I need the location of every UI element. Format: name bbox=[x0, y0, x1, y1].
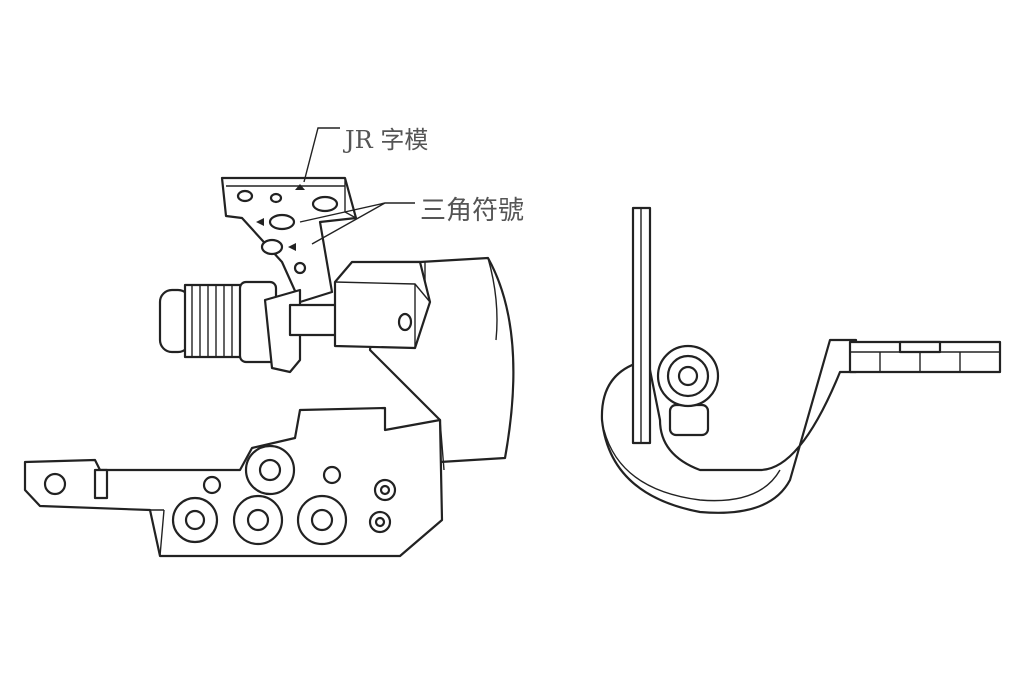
triangle-mark-label: 三角符號 bbox=[420, 196, 525, 226]
jr-mold-label: JR 字模 bbox=[345, 126, 429, 154]
bottom-plate-holes bbox=[171, 444, 397, 546]
right-hinge bbox=[600, 206, 1002, 514]
left-hinge bbox=[23, 176, 515, 558]
left-block bbox=[333, 260, 432, 350]
leader-lines bbox=[299, 127, 415, 245]
right-arc-plate bbox=[600, 338, 858, 514]
spring-shaft bbox=[158, 280, 342, 374]
right-top-bar bbox=[848, 340, 1002, 374]
